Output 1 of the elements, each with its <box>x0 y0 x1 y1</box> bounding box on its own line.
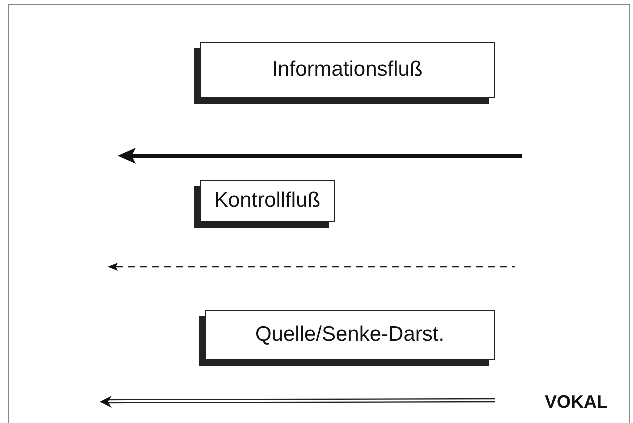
notation-label: VOKAL <box>545 392 608 413</box>
